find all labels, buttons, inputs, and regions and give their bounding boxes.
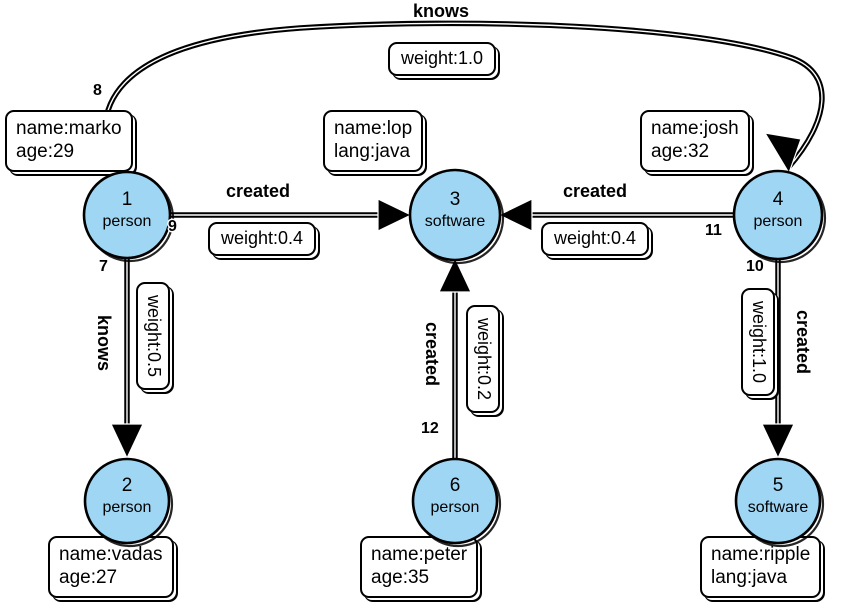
- weight-box-edge-11: weight:0.4: [541, 222, 650, 256]
- property-line: lang:java: [334, 141, 411, 163]
- edge-7-knows[interactable]: [110, 256, 144, 460]
- property-line: age:29: [16, 141, 75, 163]
- property-box-ripple: name:ripple lang:java: [700, 536, 822, 598]
- edge-id-9: 9: [168, 218, 177, 235]
- property-line: name:ripple: [711, 544, 811, 565]
- edge-8-knows[interactable]: [102, 20, 825, 182]
- property-box-marko: name:marko age:29: [5, 110, 133, 172]
- edge-label-created-right-vert: created: [793, 310, 813, 375]
- property-line: age:35: [371, 567, 430, 589]
- weight-box-edge-12: weight:0.2: [466, 305, 500, 414]
- weight-box-edge-10: weight:1.0: [741, 288, 775, 397]
- property-line: age:27: [59, 567, 118, 589]
- property-line: lang:java: [711, 567, 788, 589]
- edge-id-7: 7: [99, 258, 108, 275]
- node-3-software[interactable]: [408, 168, 505, 265]
- property-line: name:peter: [371, 544, 468, 565]
- property-box-josh: name:josh age:32: [640, 110, 750, 172]
- weight-box-edge-9: weight:0.4: [208, 222, 317, 256]
- edge-label-knows-top: knows: [413, 1, 470, 21]
- property-line: name:lop: [334, 118, 413, 139]
- weight-box-edge-7: weight:0.5: [136, 282, 170, 391]
- edge-id-8: 8: [93, 82, 102, 99]
- edge-label-knows-left: knows: [94, 315, 114, 372]
- property-box-peter: name:peter age:35: [360, 536, 479, 598]
- node-1-person[interactable]: [82, 170, 175, 263]
- edge-9-created[interactable]: [168, 198, 413, 232]
- weight-box-edge-8: weight:1.0: [388, 42, 497, 76]
- property-line: age:32: [651, 141, 710, 163]
- property-box-lop: name:lop lang:java: [323, 110, 424, 172]
- edge-id-12: 12: [421, 420, 439, 437]
- edge-id-10: 10: [746, 258, 764, 275]
- edge-label-created-left: created: [226, 181, 291, 201]
- property-line: name:marko: [16, 118, 122, 139]
- edge-12-created[interactable]: [438, 256, 472, 460]
- edge-label-created-right: created: [563, 181, 628, 201]
- node-2-person[interactable]: [83, 457, 174, 548]
- edge-11-created[interactable]: [497, 198, 736, 232]
- node-5-software[interactable]: [734, 457, 825, 548]
- node-4-person[interactable]: [732, 169, 827, 264]
- property-line: name:vadas: [59, 544, 163, 565]
- node-6-person[interactable]: [411, 457, 502, 548]
- edge-10-created[interactable]: [761, 258, 795, 460]
- edge-id-11: 11: [705, 222, 722, 239]
- property-line: name:josh: [651, 118, 739, 139]
- edge-label-created-center: created: [422, 322, 442, 387]
